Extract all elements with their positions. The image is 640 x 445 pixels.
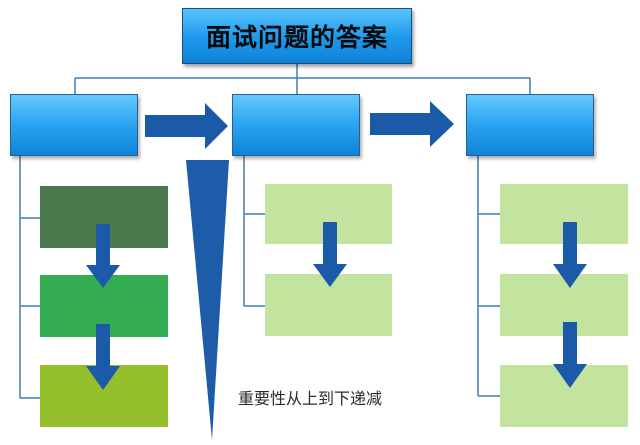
column-2-header-box [232, 94, 360, 156]
importance-wedge-icon [186, 160, 229, 440]
down-arrow-icon [553, 222, 587, 288]
title-box: 面试问题的答案 [182, 8, 412, 64]
down-arrow-icon [553, 322, 587, 388]
importance-caption: 重要性从上到下递减 [238, 389, 383, 408]
down-arrow-icon [313, 222, 347, 287]
right-arrow-icon [145, 103, 228, 149]
down-arrow-icon [86, 224, 120, 288]
right-arrow-icon [370, 101, 454, 147]
column-1-header-box [10, 94, 138, 156]
down-arrow-icon [86, 324, 120, 390]
column-3-header-box [466, 94, 594, 156]
diagram-title: 面试问题的答案 [205, 23, 388, 52]
